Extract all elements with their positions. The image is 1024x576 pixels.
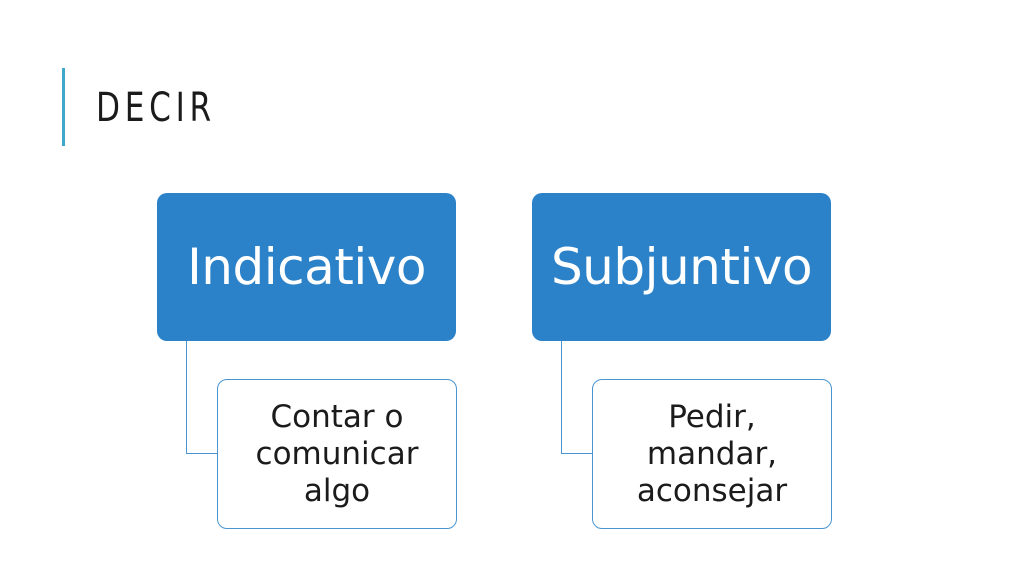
node-label: Indicativo <box>187 238 426 296</box>
child-node-subjuntivo: Pedir, mandar, aconsejar <box>592 379 832 529</box>
node-indicativo: Indicativo <box>157 193 456 341</box>
child-text-line: Contar o <box>270 398 404 435</box>
node-label: Subjuntivo <box>550 238 813 296</box>
child-text-line: aconsejar <box>636 472 788 509</box>
child-text-line: mandar, <box>646 435 778 472</box>
node-subjuntivo: Subjuntivo <box>532 193 831 341</box>
title-accent-bar <box>62 68 65 146</box>
child-text-line: algo <box>303 472 371 509</box>
connector-subjuntivo <box>561 341 593 454</box>
connector-indicativo <box>186 341 218 454</box>
child-text-line: Pedir, <box>668 398 756 435</box>
child-node-indicativo: Contar o comunicar algo <box>217 379 457 529</box>
slide-title: DECIR <box>96 85 216 131</box>
child-text-line: comunicar <box>255 435 419 472</box>
